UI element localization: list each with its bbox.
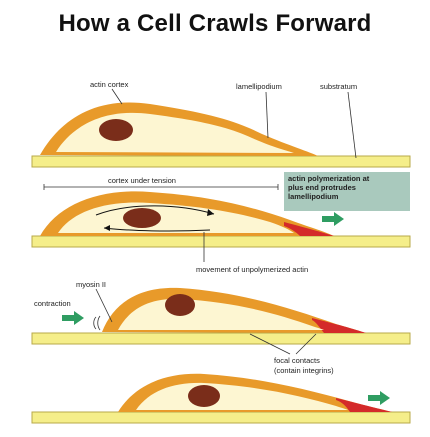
nucleus-3 [165,294,195,316]
flow-arrow-upper [95,205,215,216]
lamellipodium-red-4 [336,398,392,412]
label-actin-polymerization-3: lamellipodium [288,192,339,201]
label-contraction: contraction [34,299,71,308]
label-actin-polymerization-2: plus end protrudes [288,183,356,192]
label-myosin-ii: myosin II [76,280,107,289]
pointer-substratum [347,91,357,159]
arrow-right-icon [322,212,344,226]
label-lamellipodium: lamellipodium [236,82,282,91]
pointer-myosin [95,288,113,323]
contraction-marks [93,315,101,331]
lamellipodium-red-3 [312,318,366,333]
lamellipodium-red-2 [284,222,334,236]
actin-polymerization-box [284,172,410,211]
substratum-3 [31,332,411,345]
label-actin-cortex: actin cortex [90,80,129,89]
label-focal-contacts: focal contacts [274,356,320,365]
pointer-focal-1 [249,333,291,355]
nucleus-2 [123,208,161,228]
cell-inner-2 [58,202,294,233]
label-actin-polymerization-1: actin polymerization at [288,174,370,183]
label-contain-integrins: (contain integrins) [274,366,334,375]
arrow-right-icon [368,391,390,405]
substratum-4 [31,411,411,424]
page-title: How a Cell Crawls Forward [58,10,372,37]
label-substratum: substratum [320,82,358,91]
pointer-focal-2 [295,333,317,355]
cell-inner-4 [136,382,348,410]
pointer-lamellipodium [265,91,269,139]
pointer-actin-cortex [111,88,123,105]
nucleus-4 [188,385,220,407]
substratum-2 [31,235,411,248]
nucleus-1 [99,119,133,141]
label-movement-unpolymerized-actin: movement of unpolymerized actin [196,265,309,274]
substratum-1 [31,155,411,168]
stage-3 [31,287,411,355]
flow-arrow-lower [103,227,211,232]
label-cortex-under-tension: cortex under tension [108,176,176,185]
stage-4 [31,373,411,424]
stage-1 [31,88,411,168]
arrow-right-icon [62,311,84,325]
stage-2 [31,184,411,262]
